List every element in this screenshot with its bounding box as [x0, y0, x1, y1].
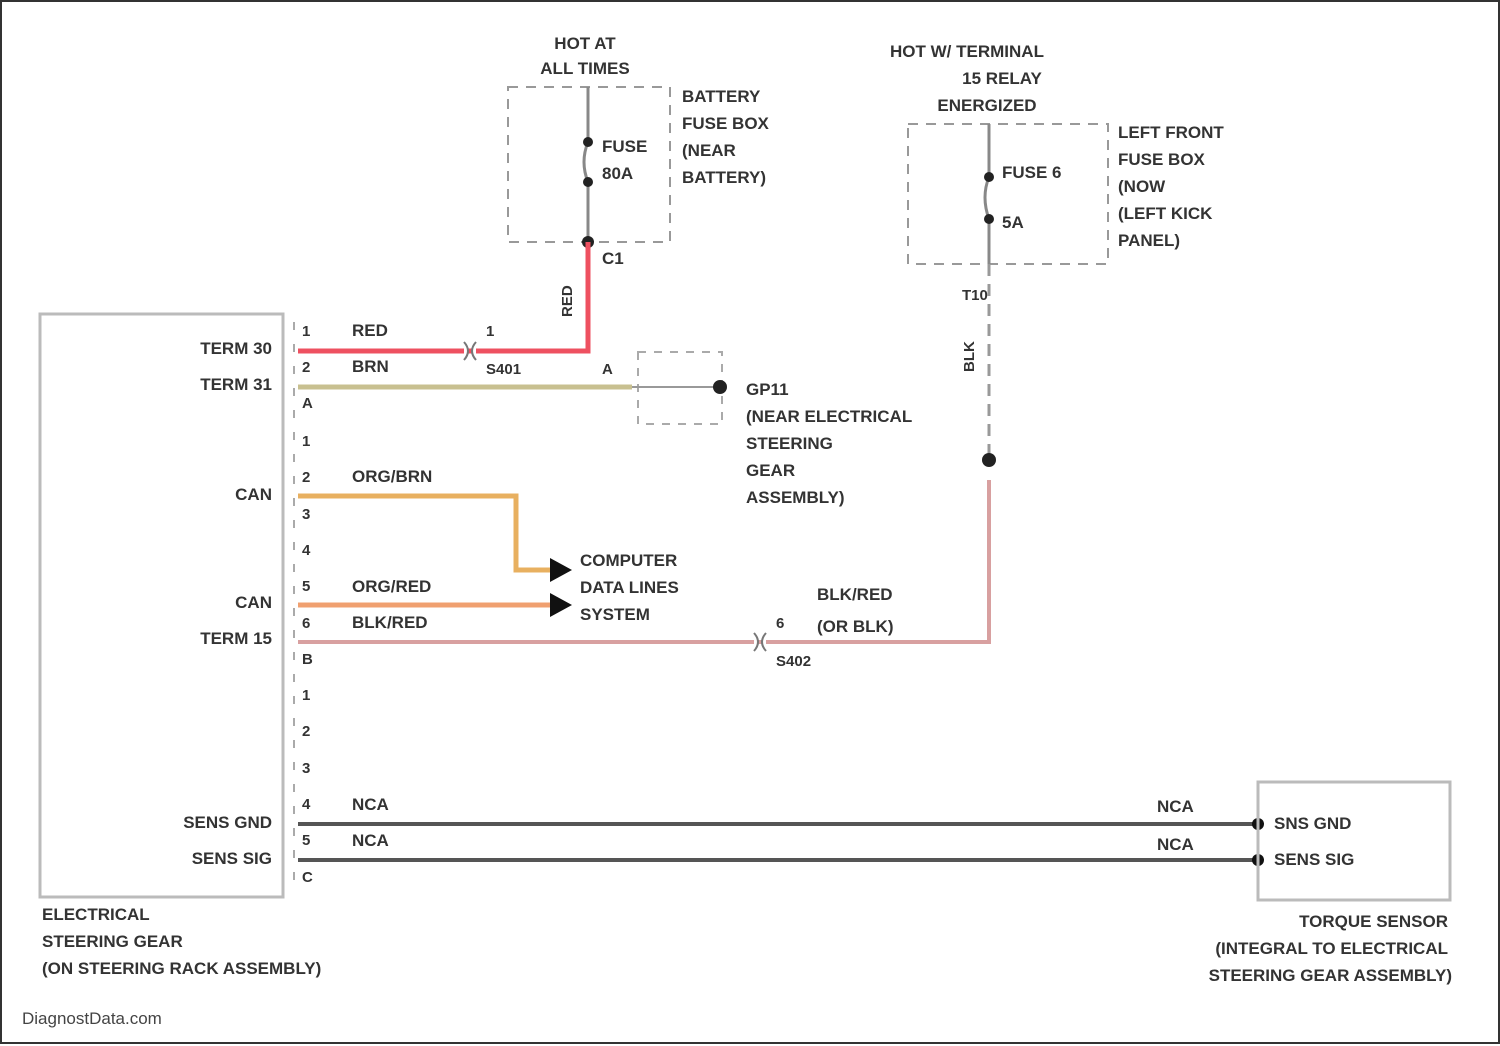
fuse-box-label: (NOW — [1118, 177, 1166, 196]
hot-label-line2: ALL TIMES — [540, 59, 629, 78]
fuse-box-label: (LEFT KICK — [1118, 204, 1213, 223]
wire-label: NCA — [1157, 835, 1194, 854]
pin-number: 2 — [302, 723, 310, 740]
hot-label-line1: HOT AT — [554, 34, 616, 53]
pin-number: B — [302, 651, 313, 668]
wire-label: ORG/RED — [352, 577, 431, 596]
ground-pin: A — [602, 361, 613, 378]
pin-number: 6 — [302, 615, 310, 632]
pin-label-term15: TERM 15 — [200, 629, 272, 648]
pin-label: SENS SIG — [1274, 850, 1354, 869]
inline-pin: 1 — [486, 323, 494, 340]
pin-number: 2 — [302, 469, 310, 486]
ground-point-icon — [713, 380, 727, 394]
pin-number: A — [302, 395, 313, 412]
pin-number: 1 — [302, 433, 310, 450]
watermark: DiagnostData.com — [22, 1009, 162, 1028]
wire-label: NCA — [352, 795, 389, 814]
pin-number: 3 — [302, 760, 310, 777]
fuse-box-label: FUSE BOX — [1118, 150, 1206, 169]
wire-label: BLK/RED — [817, 585, 893, 604]
data-lines-label: DATA LINES — [580, 578, 679, 597]
ground-label: ASSEMBLY) — [746, 488, 845, 507]
splice-dot — [982, 453, 996, 467]
battery-fuse-box: HOT AT ALL TIMES BATTERY FUSE BOX (NEAR … — [508, 34, 770, 317]
wire-label: NCA — [1157, 797, 1194, 816]
wire-org-brn — [298, 496, 552, 570]
wire-label: ORG/BRN — [352, 467, 432, 486]
electrical-steering-gear: TERM 30 TERM 31 CAN CAN TERM 15 SENS GND… — [40, 314, 321, 978]
fuse-label: FUSE — [602, 137, 647, 156]
fuse-box-label: BATTERY) — [682, 168, 766, 187]
component-label: STEERING GEAR ASSEMBLY) — [1209, 966, 1452, 985]
pin-number: C — [302, 869, 313, 886]
fuse-label: FUSE 6 — [1002, 163, 1062, 182]
connector-b-pins: 1 2 3 4 5 6 B — [302, 433, 313, 668]
wires: RED 1 S401 BRN A GP11 (NEAR ELECTRICAL S… — [298, 242, 1264, 866]
fuse-box-label: FUSE BOX — [682, 114, 770, 133]
fuse-box-label: PANEL) — [1118, 231, 1180, 250]
pin-label-can: CAN — [235, 593, 272, 612]
connector-a-pins: 1 2 A — [302, 323, 313, 412]
component-label: ELECTRICAL — [42, 905, 150, 924]
fuse-icon — [985, 177, 989, 219]
pin-label-term30: TERM 30 — [200, 339, 272, 358]
inline-connector-id: S401 — [486, 361, 521, 378]
fuse-rating: 5A — [1002, 213, 1024, 232]
wire-color-label: RED — [559, 285, 576, 317]
ground-label: (NEAR ELECTRICAL — [746, 407, 912, 426]
ground-id: GP11 — [746, 380, 789, 399]
wire-label: BRN — [352, 357, 389, 376]
arrow-icon — [550, 593, 572, 617]
fuse-icon — [584, 142, 588, 182]
inline-connector-id: S402 — [776, 653, 811, 670]
wire-label: BLK/RED — [352, 613, 428, 632]
torque-sensor: SNS GND SENS SIG TORQUE SENSOR (INTEGRAL… — [1209, 782, 1452, 985]
pin-number: 5 — [302, 578, 310, 595]
pin-label-term31: TERM 31 — [200, 375, 272, 394]
wire-label: (OR BLK) — [817, 617, 893, 636]
ground-label: STEERING — [746, 434, 833, 453]
hot-label-line1: HOT W/ TERMINAL — [890, 42, 1044, 61]
connector-label: C1 — [602, 249, 624, 268]
connector-label: T10 — [962, 287, 988, 304]
wire-color-label: BLK — [961, 341, 978, 372]
pin-number: 2 — [302, 359, 310, 376]
pin-number: 4 — [302, 542, 311, 559]
component-label: STEERING GEAR — [42, 932, 183, 951]
component-label: (INTEGRAL TO ELECTRICAL — [1215, 939, 1448, 958]
data-lines-label: SYSTEM — [580, 605, 650, 624]
wire-label: NCA — [352, 831, 389, 850]
hot-label-line3: ENERGIZED — [937, 96, 1036, 115]
pin-number: 5 — [302, 832, 310, 849]
arrow-icon — [550, 558, 572, 582]
connector-c-pins: 1 2 3 4 5 C — [302, 687, 313, 886]
wire-label: RED — [352, 321, 388, 340]
pin-number: 4 — [302, 796, 311, 813]
data-lines-label: COMPUTER — [580, 551, 677, 570]
fuse-box-label: LEFT FRONT — [1118, 123, 1224, 142]
component-label: TORQUE SENSOR — [1299, 912, 1448, 931]
pin-label-can: CAN — [235, 485, 272, 504]
hot-label-line2: 15 RELAY — [962, 69, 1042, 88]
fuse-box-label: (NEAR — [682, 141, 736, 160]
inline-pin: 6 — [776, 615, 784, 632]
fuse-rating: 80A — [602, 164, 633, 183]
left-front-fuse-box: HOT W/ TERMINAL 15 RELAY ENERGIZED LEFT … — [890, 42, 1224, 467]
pin-label: SNS GND — [1274, 814, 1351, 833]
pin-label-sens-gnd: SENS GND — [183, 813, 272, 832]
ground-label: GEAR — [746, 461, 795, 480]
fuse-box-label: BATTERY — [682, 87, 761, 106]
component-label: (ON STEERING RACK ASSEMBLY) — [42, 959, 321, 978]
pin-number: 1 — [302, 687, 310, 704]
pin-number: 3 — [302, 506, 310, 523]
pin-number: 1 — [302, 323, 310, 340]
wire-red — [298, 242, 588, 351]
pin-label-sens-sig: SENS SIG — [192, 849, 272, 868]
